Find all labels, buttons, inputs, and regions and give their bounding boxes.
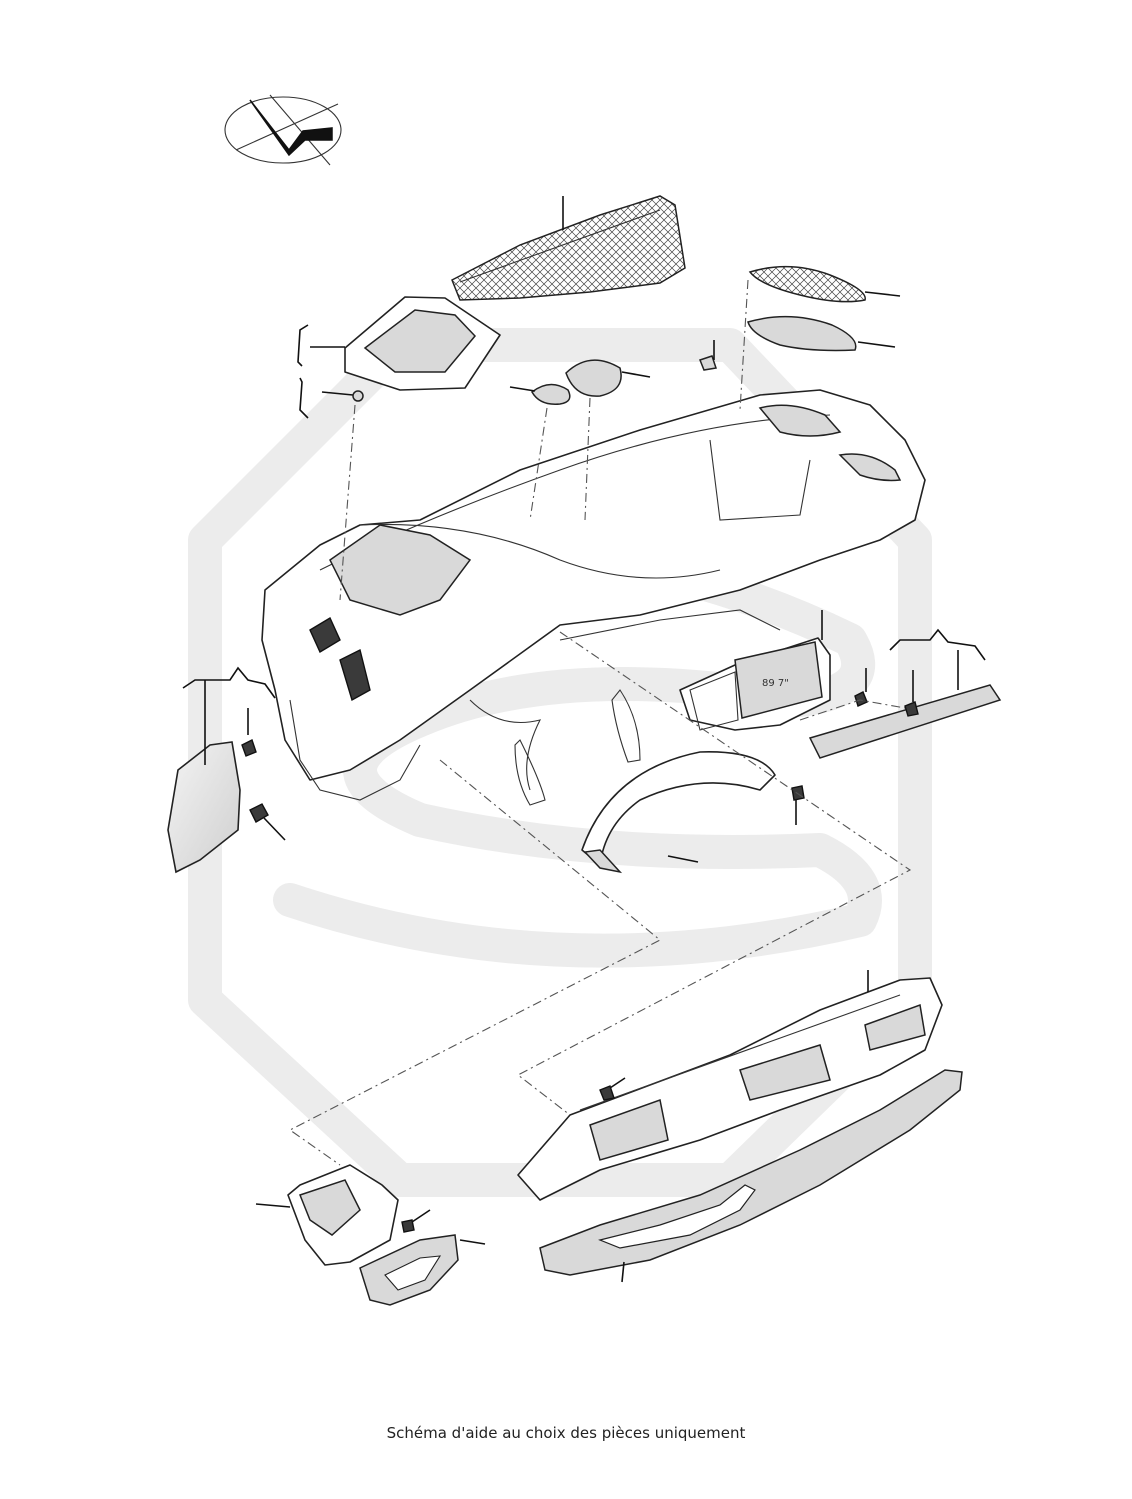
assembly-dash-lines bbox=[288, 279, 912, 1166]
speaker-covers bbox=[509, 340, 717, 405]
right-speaker-grille bbox=[747, 265, 901, 352]
diagram-caption: Schéma d'aide au choix des pièces unique… bbox=[386, 1424, 746, 1442]
left-vent-assembly bbox=[255, 1164, 486, 1306]
left-side-cover bbox=[167, 666, 286, 874]
dashboard-carrier bbox=[261, 389, 926, 806]
view-direction-icon bbox=[224, 94, 342, 166]
display-screen-text: 89 7" bbox=[762, 678, 789, 689]
hud-frame bbox=[297, 296, 501, 419]
upper-speaker-grille bbox=[451, 195, 686, 301]
center-display: 89 7" bbox=[679, 610, 868, 731]
lower-vent-panel bbox=[517, 970, 943, 1201]
right-trim-strip bbox=[808, 628, 1002, 759]
decorative-trim-strip bbox=[539, 1069, 963, 1283]
instrument-cluster-frame bbox=[581, 751, 805, 874]
